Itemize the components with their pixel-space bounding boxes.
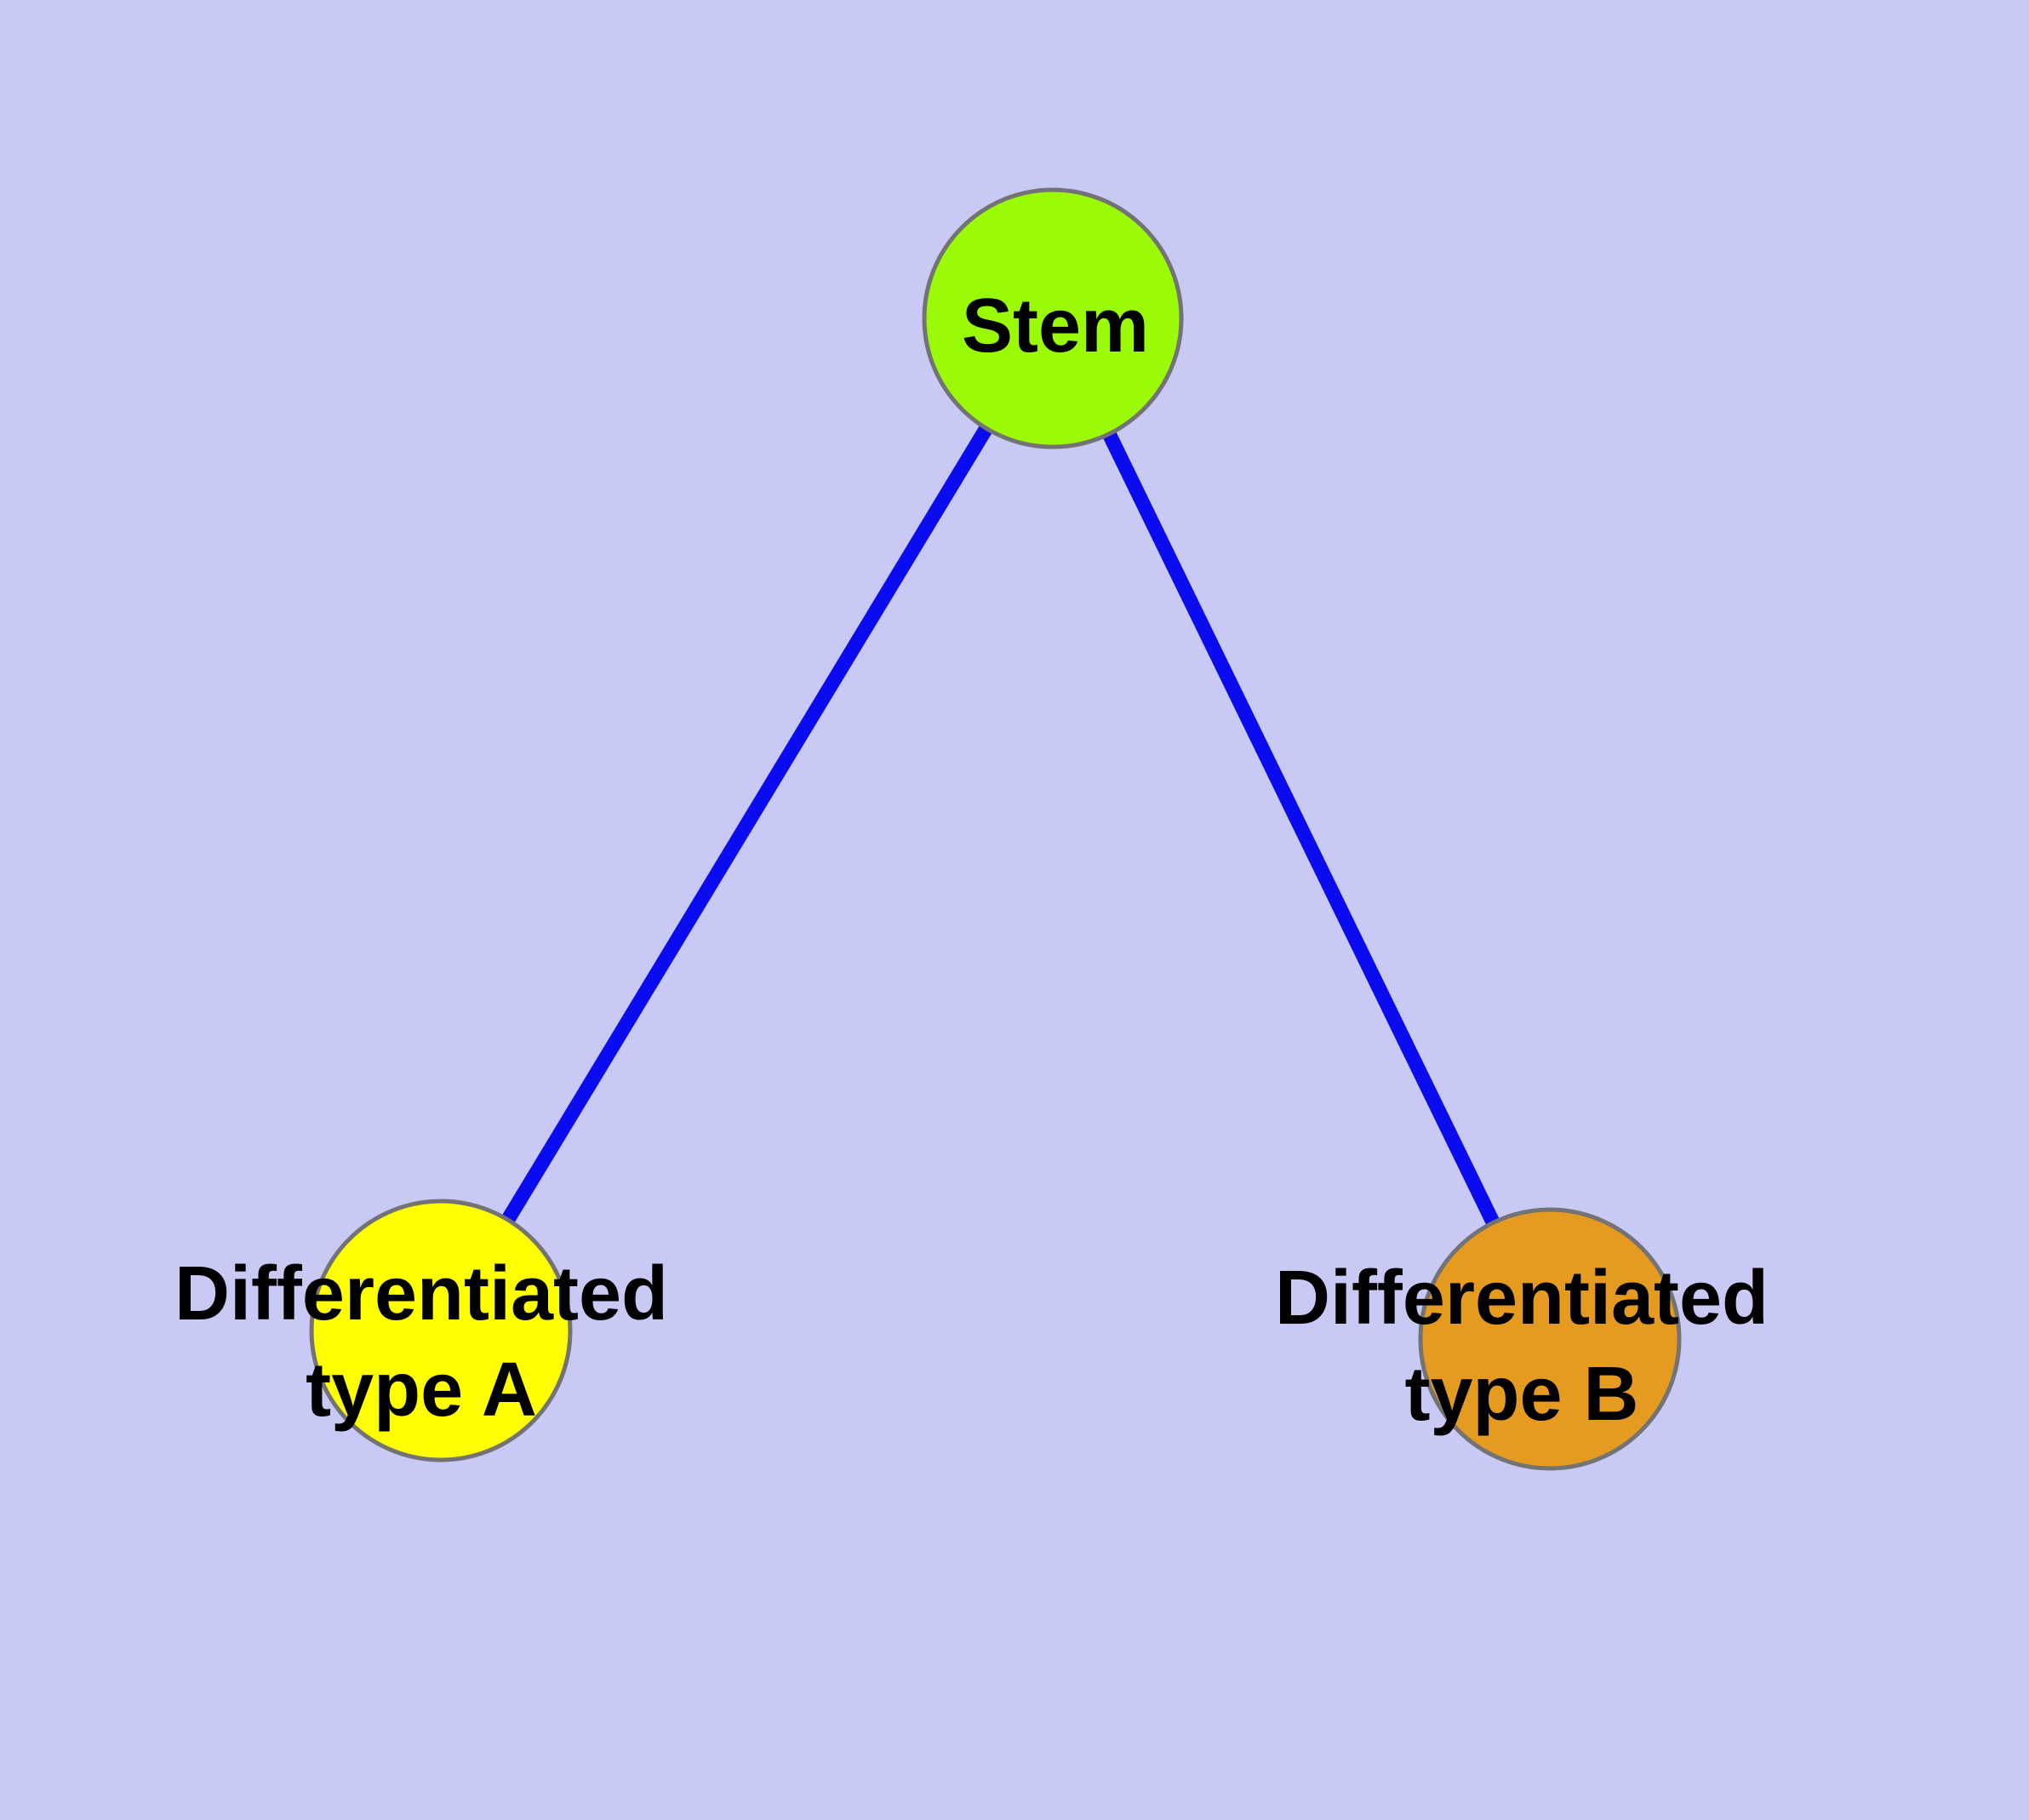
node-type-b-label-line1: Differentiated — [1275, 1256, 1769, 1341]
node-stem-label: Stem — [962, 283, 1149, 369]
node-type-a-label-line1: Differentiated — [174, 1251, 668, 1336]
label-group: Stem Differentiated type A Differentiate… — [174, 283, 1769, 1437]
node-group — [309, 187, 1682, 1471]
edge-group — [434, 314, 1557, 1342]
node-stem-circle — [922, 187, 1184, 449]
edge-stem-to-type-b — [1046, 315, 1557, 1342]
node-type-b-label-line2: type B — [1404, 1352, 1638, 1437]
node-type-a-label-line2: type A — [306, 1348, 537, 1433]
edge-stem-to-type-a — [434, 314, 1060, 1335]
node-type-b-circle — [1418, 1207, 1682, 1471]
node-type-a-circle — [309, 1199, 573, 1462]
